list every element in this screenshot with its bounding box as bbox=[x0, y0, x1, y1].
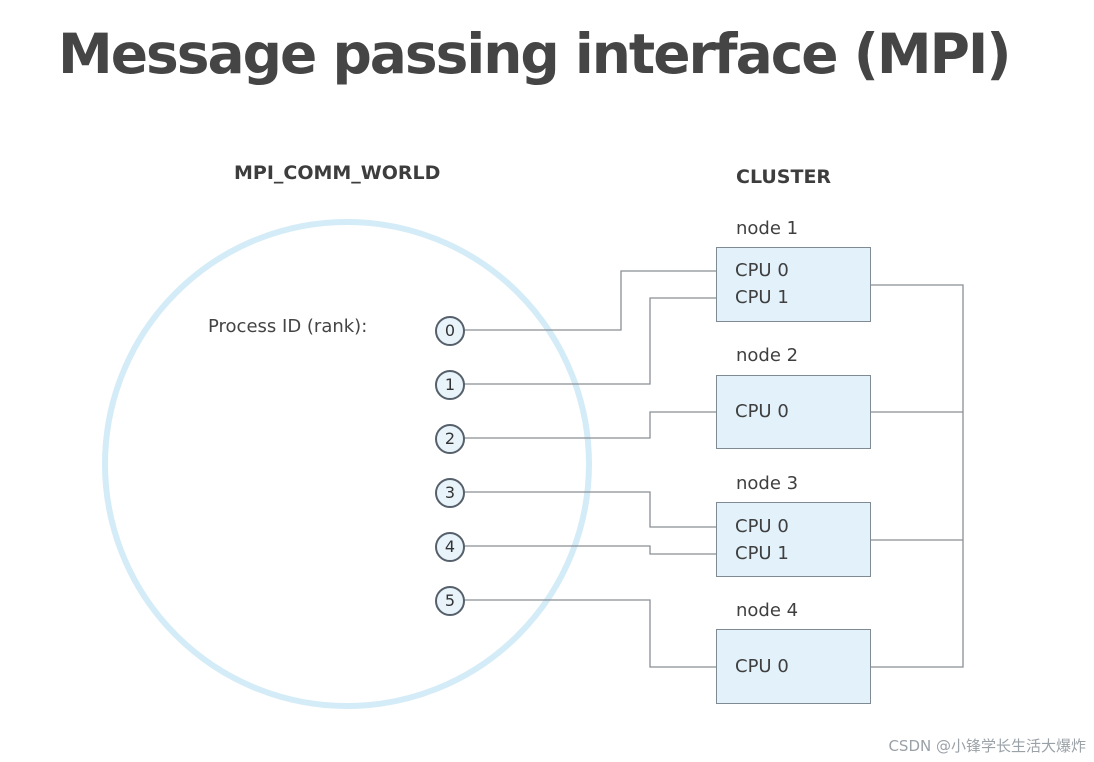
rank-1: 1 bbox=[435, 370, 465, 400]
link-rank4-node3-cpu1 bbox=[464, 545, 716, 555]
node-3-label: node 3 bbox=[736, 473, 799, 494]
link-rank0-node1-cpu0 bbox=[464, 270, 716, 331]
process-id-label: Process ID (rank): bbox=[208, 316, 368, 337]
node-2-box: CPU 0 bbox=[716, 375, 871, 449]
node-4-cpu-0: CPU 0 bbox=[735, 656, 789, 677]
node-3-cpu-1: CPU 1 bbox=[735, 543, 789, 564]
node-4-label: node 4 bbox=[736, 600, 799, 621]
node-2-cpu-0: CPU 0 bbox=[735, 401, 789, 422]
rank-5: 5 bbox=[435, 586, 465, 616]
node-1-label: node 1 bbox=[736, 218, 799, 239]
node-1-cpu-0: CPU 0 bbox=[735, 260, 789, 281]
comm-world-circle bbox=[102, 219, 592, 709]
node-1-cpu-1: CPU 1 bbox=[735, 287, 789, 308]
node-1-box: CPU 0 CPU 1 bbox=[716, 247, 871, 322]
rank-3: 3 bbox=[435, 478, 465, 508]
rank-0: 0 bbox=[435, 316, 465, 346]
watermark: CSDN @小锋学长生活大爆炸 bbox=[888, 737, 1086, 755]
comm-world-label: MPI_COMM_WORLD bbox=[234, 162, 441, 184]
node-3-box: CPU 0 CPU 1 bbox=[716, 502, 871, 577]
link-rank2-node2-cpu0 bbox=[464, 411, 716, 439]
node-4-box: CPU 0 bbox=[716, 629, 871, 704]
link-rank5-node4-cpu0 bbox=[464, 599, 716, 668]
page-title: Message passing interface (MPI) bbox=[58, 22, 1012, 86]
link-rank3-node3-cpu0 bbox=[464, 491, 716, 528]
rank-4: 4 bbox=[435, 532, 465, 562]
link-rank1-node1-cpu1 bbox=[464, 297, 716, 385]
cluster-bus bbox=[871, 284, 964, 668]
node-2-label: node 2 bbox=[736, 345, 799, 366]
cluster-label: CLUSTER bbox=[736, 166, 832, 188]
rank-2: 2 bbox=[435, 424, 465, 454]
node-3-cpu-0: CPU 0 bbox=[735, 516, 789, 537]
